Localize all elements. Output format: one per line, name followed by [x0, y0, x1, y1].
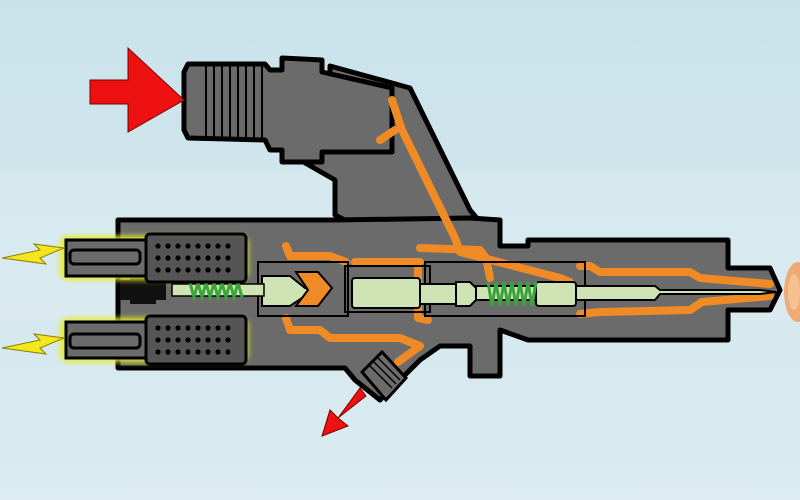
nozzle-spray	[784, 262, 800, 322]
coil-windings-lower	[155, 325, 231, 355]
fuel-return-fitting	[359, 349, 409, 403]
needle-spring	[486, 281, 538, 307]
intensifier-piston	[351, 277, 477, 309]
fuel-return-arrow	[321, 387, 367, 437]
fuel-inlet-fitting	[181, 55, 395, 165]
coil-windings-upper	[155, 243, 231, 273]
fuel-inlet-arrow	[89, 46, 185, 133]
lightning-icon-lower	[1, 333, 66, 355]
lightning-icon-upper	[1, 243, 66, 265]
terminal-pins	[68, 248, 142, 350]
nozzle-needle	[475, 281, 777, 307]
return-threads	[369, 357, 401, 389]
plunger-spring	[188, 277, 244, 303]
solenoid-coil-lower	[60, 314, 248, 366]
inlet-threads	[205, 66, 263, 138]
valve-seat	[294, 271, 334, 307]
fuel-passages	[282, 96, 774, 366]
